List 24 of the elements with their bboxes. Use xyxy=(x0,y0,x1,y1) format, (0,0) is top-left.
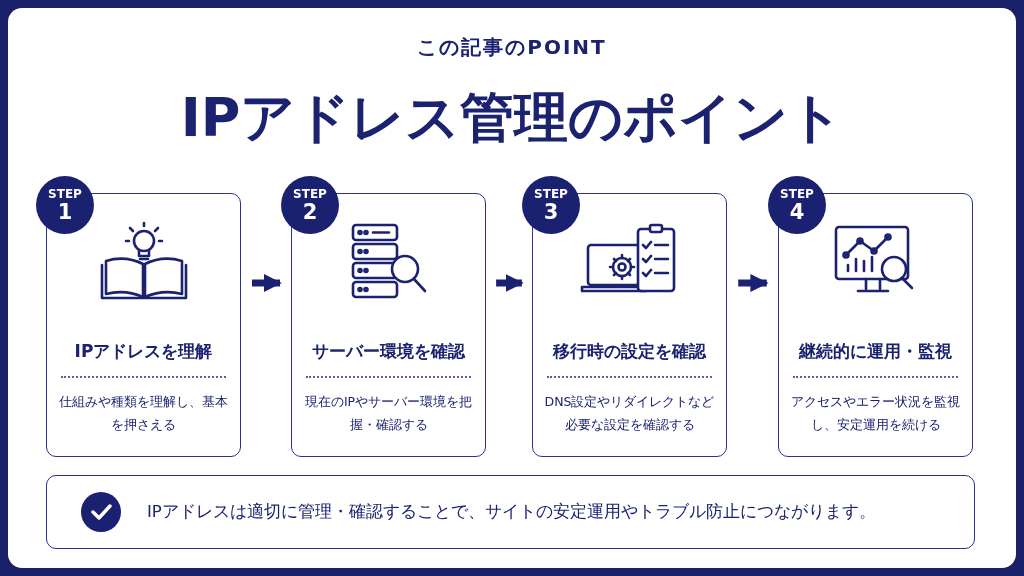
step-badge xyxy=(522,176,580,234)
step-number: 4 xyxy=(789,201,805,223)
card-heading: 継続的に運用・監視 xyxy=(797,340,953,363)
card-text: 現在のIPやサーバー環境を把握・確認する xyxy=(303,393,474,434)
card-heading: サーバー環境を確認 xyxy=(311,340,467,363)
step-label: STEP xyxy=(534,187,568,200)
step-badge xyxy=(768,176,826,234)
card-text: DNS設定やリダイレクトなど必要な設定を確認する xyxy=(543,393,716,434)
card-text: アクセスやエラー状況を監視し、安定運用を続ける xyxy=(790,393,961,434)
summary-box xyxy=(46,475,975,549)
card-text: 仕組みや種類を理解し、基本を押さえる xyxy=(58,393,229,434)
step-label: STEP xyxy=(293,187,327,200)
step-label: STEP xyxy=(48,187,82,200)
step-number: 1 xyxy=(57,201,73,223)
card-heading: IPアドレスを理解 xyxy=(73,340,214,363)
subtitle: この記事のPOINT xyxy=(416,34,608,61)
step-number: 2 xyxy=(302,201,318,223)
summary-text: IPアドレスは適切に管理・確認することで、サイトの安定運用やトラブル防止につながります。 xyxy=(147,501,877,523)
step-badge xyxy=(36,176,94,234)
step-badge xyxy=(281,176,339,234)
step-label: STEP xyxy=(780,187,814,200)
page-title: IPアドレス管理のポイント xyxy=(179,86,845,150)
step-number: 3 xyxy=(543,201,559,223)
card-heading: 移行時の設定を確認 xyxy=(551,340,708,363)
